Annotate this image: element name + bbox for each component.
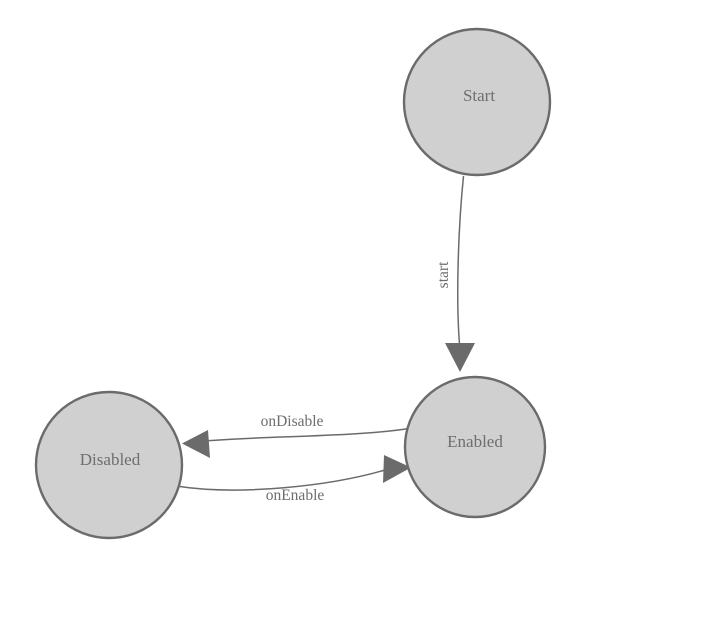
node-enabled-label: Enabled [447,432,503,451]
edge-line-disabled-to-enabled [175,469,386,491]
edge-line-enabled-to-disabled [204,427,413,442]
node-start-label: Start [463,86,495,105]
arrowhead-start-to-enabled [445,343,475,372]
node-disabled[interactable]: Disabled [34,390,184,540]
edge-start-to-enabled[interactable]: start [435,175,475,372]
edge-label-on-disable: onDisable [261,413,324,430]
node-start[interactable]: Start [402,27,552,177]
node-disabled-label: Disabled [80,450,141,469]
edge-label-start: start [435,261,452,288]
edge-label-on-enable: onEnable [266,487,325,504]
arrowhead-disabled-to-enabled [383,455,411,483]
node-start-circle [402,27,552,177]
edge-disabled-to-enabled[interactable]: onEnable [175,455,411,504]
node-enabled-circle [403,375,547,519]
edge-enabled-to-disabled[interactable]: onDisable [182,413,413,458]
node-enabled[interactable]: Enabled [403,375,547,519]
edge-line-start-to-enabled [457,175,465,345]
node-disabled-circle [34,390,184,540]
arrowhead-enabled-to-disabled [182,430,210,458]
